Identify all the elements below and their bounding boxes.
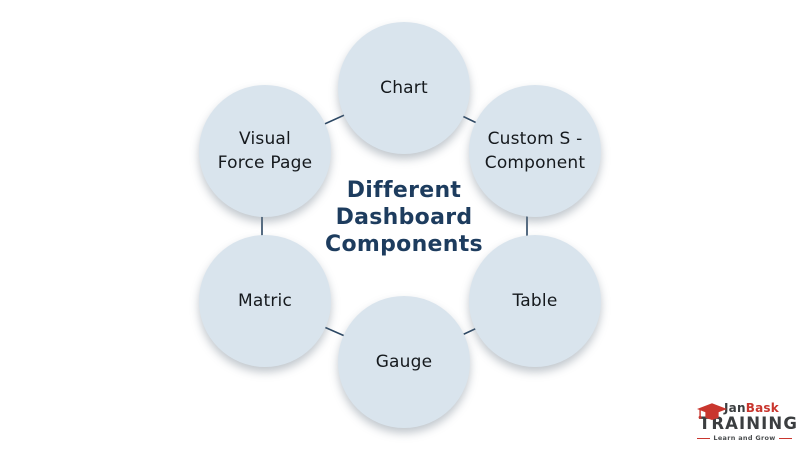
- logo-brand-part1: Jan: [724, 401, 746, 415]
- logo-training-text: TRAINING: [699, 414, 798, 433]
- node-gauge: Gauge: [338, 296, 470, 428]
- logo-tagline: Learn and Grow: [713, 434, 776, 442]
- graduation-cap-icon: [697, 403, 727, 420]
- tagline-right-dash: [778, 437, 792, 439]
- node-chart: Chart: [338, 22, 470, 154]
- node-custom-s-component: Custom S - Component: [469, 85, 601, 217]
- node-custom-s-component-label: Custom S - Component: [484, 129, 586, 173]
- logo-tagline-row: Learn and Grow: [697, 434, 792, 442]
- tagline-left-dash: [697, 437, 711, 439]
- node-table: Table: [469, 235, 601, 367]
- diagram-title: Different Dashboard Components: [325, 178, 483, 257]
- node-matric-label: Matric: [237, 291, 292, 311]
- node-visual-force-page-label: Visual Force Page: [217, 129, 313, 173]
- node-gauge-label: Gauge: [375, 352, 433, 372]
- logo-brand-name: JanBask: [724, 402, 794, 415]
- janbask-training-logo: JanBask TRAINING Learn and Grow: [697, 402, 798, 442]
- logo-brand-part2: Bask: [745, 401, 779, 415]
- node-matric: Matric: [199, 235, 331, 367]
- node-table-label: Table: [512, 291, 558, 311]
- node-chart-label: Chart: [380, 78, 428, 98]
- node-visual-force-page: Visual Force Page: [199, 85, 331, 217]
